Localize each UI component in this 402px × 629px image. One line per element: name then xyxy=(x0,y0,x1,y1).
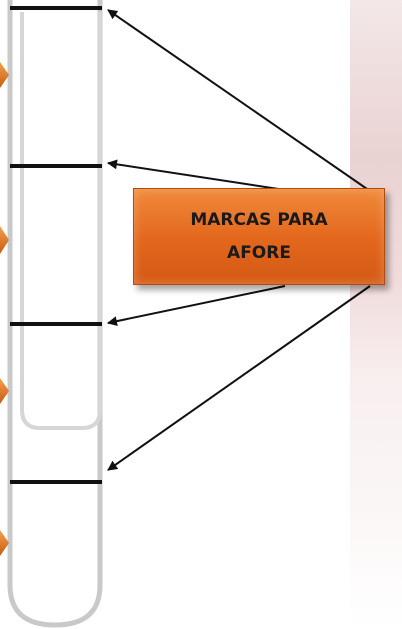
diamond-bullet-icon xyxy=(0,530,9,556)
arrow-icon xyxy=(107,9,371,192)
arrow-icon xyxy=(107,159,286,191)
diamond-bullet-icon xyxy=(0,62,9,88)
arrow-icon xyxy=(107,285,371,471)
label-line-1: MARCAS PARA xyxy=(190,209,328,230)
arrow-icon xyxy=(107,285,286,327)
marks-label-box: MARCAS PARA AFORE xyxy=(133,188,385,285)
diamond-bullet-icon xyxy=(0,226,9,254)
label-line-2: AFORE xyxy=(227,242,291,263)
diamond-bullet-icon xyxy=(0,378,9,404)
inner-tube xyxy=(20,12,102,430)
outer-tube xyxy=(7,0,103,628)
background-photo-fragment xyxy=(350,0,402,629)
